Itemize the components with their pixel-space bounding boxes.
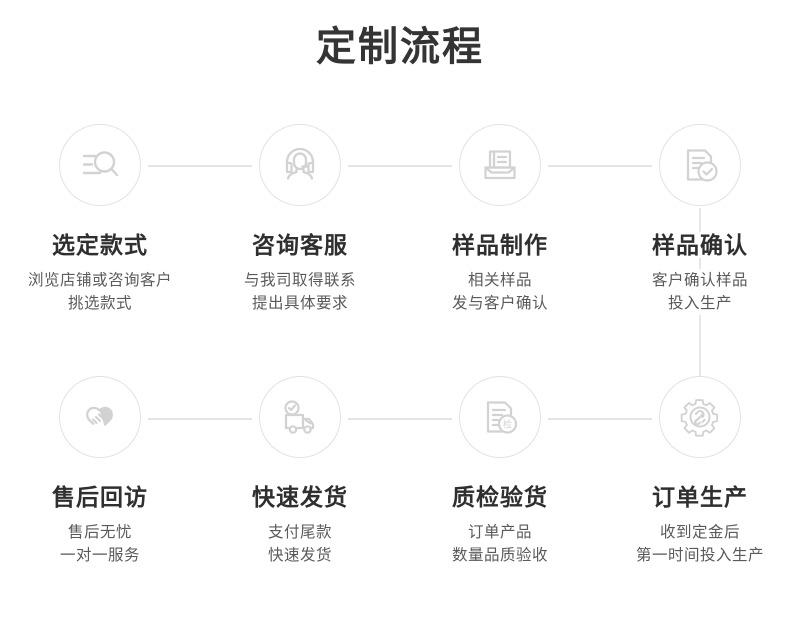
- step-title: 质检验货: [448, 484, 552, 510]
- step-description-line: 相关样品: [467, 272, 532, 289]
- step-icon-circle: [259, 124, 341, 206]
- step-description: 收到定金后 第一时间投入生产: [631, 521, 768, 567]
- step-description: 浏览店铺或咨询客户 挑选款式: [23, 269, 176, 315]
- flow-step-sample-confirm[interactable]: 样品确认 客户确认样品 投入生产: [600, 124, 800, 315]
- step-description-line: 一对一服务: [59, 547, 140, 564]
- step-icon-circle: [259, 376, 341, 458]
- step-description: 支付尾款 快速发货: [263, 521, 336, 567]
- step-description-line: 浏览店铺或咨询客户: [27, 272, 172, 289]
- flow-row-top: 选定款式 浏览店铺或咨询客户 挑选款式: [0, 124, 800, 315]
- headset-support-icon: [277, 142, 323, 188]
- step-description-line: 提出具体要求: [251, 295, 348, 312]
- gear-production-icon: [677, 394, 723, 440]
- step-icon-circle: 检: [459, 376, 541, 458]
- step-description-line: 投入生产: [667, 295, 732, 312]
- flow-step-select-style[interactable]: 选定款式 浏览店铺或咨询客户 挑选款式: [0, 124, 200, 315]
- search-list-icon: [77, 142, 123, 188]
- inspection-document-icon: 检: [477, 394, 523, 440]
- step-title: 咨询客服: [248, 232, 352, 258]
- step-description-line: 与我司取得联系: [243, 272, 356, 289]
- step-title: 选定款式: [48, 232, 152, 258]
- step-icon-circle: [59, 124, 141, 206]
- step-icon-circle: [59, 376, 141, 458]
- flow-step-fast-shipping[interactable]: 快速发货 支付尾款 快速发货: [200, 376, 400, 567]
- handshake-icon: [77, 394, 123, 440]
- step-description: 售后无忧 一对一服务: [55, 521, 144, 567]
- flow-row-bottom: 售后回访 售后无忧 一对一服务: [0, 376, 800, 567]
- step-title: 样品制作: [448, 232, 552, 258]
- step-title: 售后回访: [48, 484, 152, 510]
- step-description-line: 订单产品: [467, 524, 532, 541]
- step-description-line: 支付尾款: [267, 524, 332, 541]
- step-title: 订单生产: [648, 484, 752, 510]
- flow-step-after-sales[interactable]: 售后回访 售后无忧 一对一服务: [0, 376, 200, 567]
- step-description-line: 发与客户确认: [451, 295, 548, 312]
- flow-step-contact-support[interactable]: 咨询客服 与我司取得联系 提出具体要求: [200, 124, 400, 315]
- step-description-line: 售后无忧: [67, 524, 132, 541]
- flow-step-sample-making[interactable]: 样品制作 相关样品 发与客户确认: [400, 124, 600, 315]
- step-description-line: 客户确认样品: [651, 272, 748, 289]
- sample-document-tray-icon: [477, 142, 523, 188]
- svg-text:检: 检: [503, 419, 512, 430]
- step-description: 客户确认样品 投入生产: [647, 269, 752, 315]
- step-description-line: 快速发货: [267, 547, 332, 564]
- page-title: 定制流程: [316, 25, 484, 69]
- flow-step-order-production[interactable]: 订单生产 收到定金后 第一时间投入生产: [600, 376, 800, 567]
- step-description: 相关样品 发与客户确认: [447, 269, 552, 315]
- step-title: 样品确认: [648, 232, 752, 258]
- flow-step-quality-inspection[interactable]: 检 质检验货 订单产品 数量品质验收: [400, 376, 600, 567]
- step-description-line: 数量品质验收: [451, 547, 548, 564]
- step-description-line: 收到定金后: [659, 524, 740, 541]
- step-description-line: 挑选款式: [67, 295, 132, 312]
- step-description-line: 第一时间投入生产: [635, 547, 764, 564]
- step-description: 订单产品 数量品质验收: [447, 521, 552, 567]
- step-title: 快速发货: [248, 484, 352, 510]
- document-check-icon: [677, 142, 723, 188]
- step-icon-circle: [659, 124, 741, 206]
- step-icon-circle: [659, 376, 741, 458]
- delivery-truck-icon: [277, 394, 323, 440]
- step-description: 与我司取得联系 提出具体要求: [239, 269, 360, 315]
- step-icon-circle: [459, 124, 541, 206]
